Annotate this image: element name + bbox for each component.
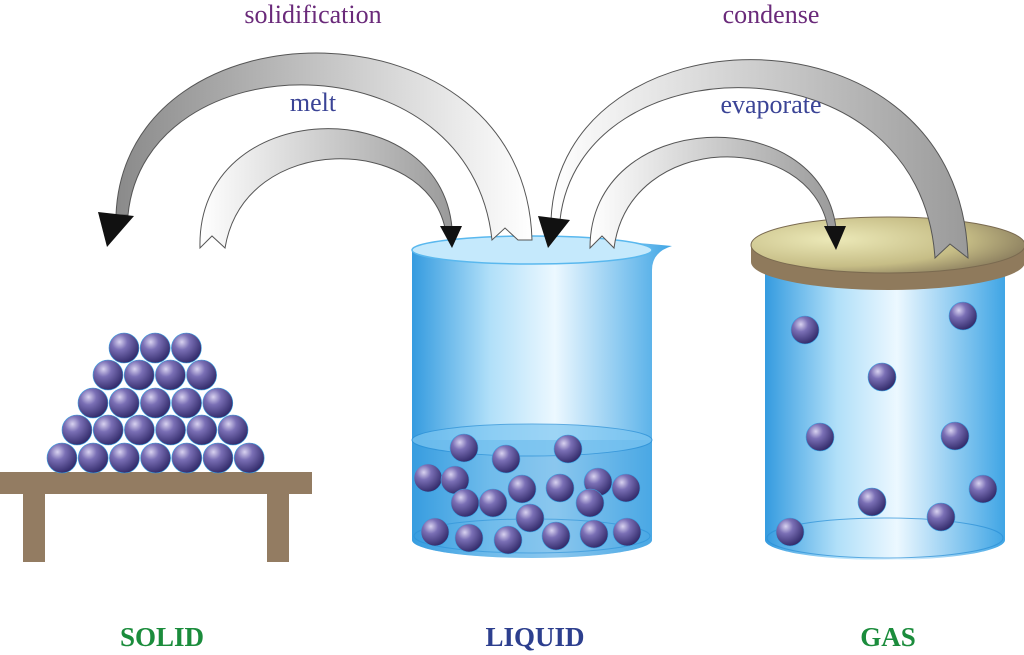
particle	[575, 488, 605, 518]
particle	[420, 517, 450, 547]
particle	[454, 523, 484, 553]
particle	[491, 444, 521, 474]
solidification-label: solidification	[244, 0, 382, 29]
particle	[123, 359, 155, 391]
particle	[515, 503, 545, 533]
particle	[155, 414, 186, 446]
particle	[92, 414, 124, 446]
particle	[790, 315, 820, 345]
particle	[541, 521, 571, 551]
particle	[493, 525, 523, 555]
particle	[612, 517, 642, 547]
particle	[449, 433, 479, 463]
particle	[124, 414, 155, 446]
particle	[155, 359, 186, 391]
particle	[186, 414, 218, 446]
evaporate-arrow	[589, 136, 846, 250]
particle	[805, 422, 835, 452]
particle	[775, 517, 805, 547]
particle	[507, 474, 537, 504]
particle	[545, 473, 575, 503]
particle	[171, 332, 202, 364]
particle	[553, 434, 583, 464]
particle	[579, 519, 609, 549]
particle	[171, 442, 203, 474]
particle	[108, 387, 140, 419]
particle	[202, 387, 234, 419]
particle	[478, 488, 508, 518]
particle	[46, 442, 78, 474]
arrowhead-icon	[98, 212, 134, 247]
solid-label: SOLID	[119, 622, 205, 652]
particle	[857, 487, 887, 517]
condense-arrow	[538, 59, 969, 260]
particle	[926, 502, 956, 532]
particle	[77, 387, 109, 419]
solid-particles	[46, 332, 265, 474]
table	[0, 472, 312, 562]
melt-arrow	[199, 128, 462, 250]
particle	[77, 442, 109, 474]
particle	[61, 414, 93, 446]
particle	[140, 442, 171, 474]
particle	[940, 421, 970, 451]
solidification-arrow	[98, 52, 533, 247]
particle	[139, 332, 171, 364]
condense-label: condense	[722, 0, 820, 29]
gas-particles	[775, 301, 998, 547]
liquid-label: LIQUID	[485, 622, 585, 652]
particle	[233, 442, 265, 474]
melt-label: melt	[289, 88, 337, 117]
particle	[611, 473, 641, 503]
particle	[867, 362, 897, 392]
particle	[413, 463, 443, 493]
particle	[450, 488, 480, 518]
arrowhead-icon	[824, 226, 846, 250]
liquid-particles	[413, 433, 642, 555]
evaporate-label: evaporate	[720, 90, 822, 119]
gas-label: GAS	[860, 622, 916, 652]
particle	[109, 442, 140, 474]
liquid-beaker	[411, 235, 672, 558]
particle	[92, 359, 124, 391]
particle	[186, 359, 217, 391]
particle	[171, 387, 202, 419]
particle	[968, 474, 998, 504]
arrowhead-icon	[440, 226, 462, 248]
particle	[140, 387, 171, 419]
arrowhead-icon	[538, 216, 570, 248]
particle	[108, 332, 140, 364]
particle	[948, 301, 978, 331]
particle	[217, 414, 249, 446]
particle	[202, 442, 234, 474]
